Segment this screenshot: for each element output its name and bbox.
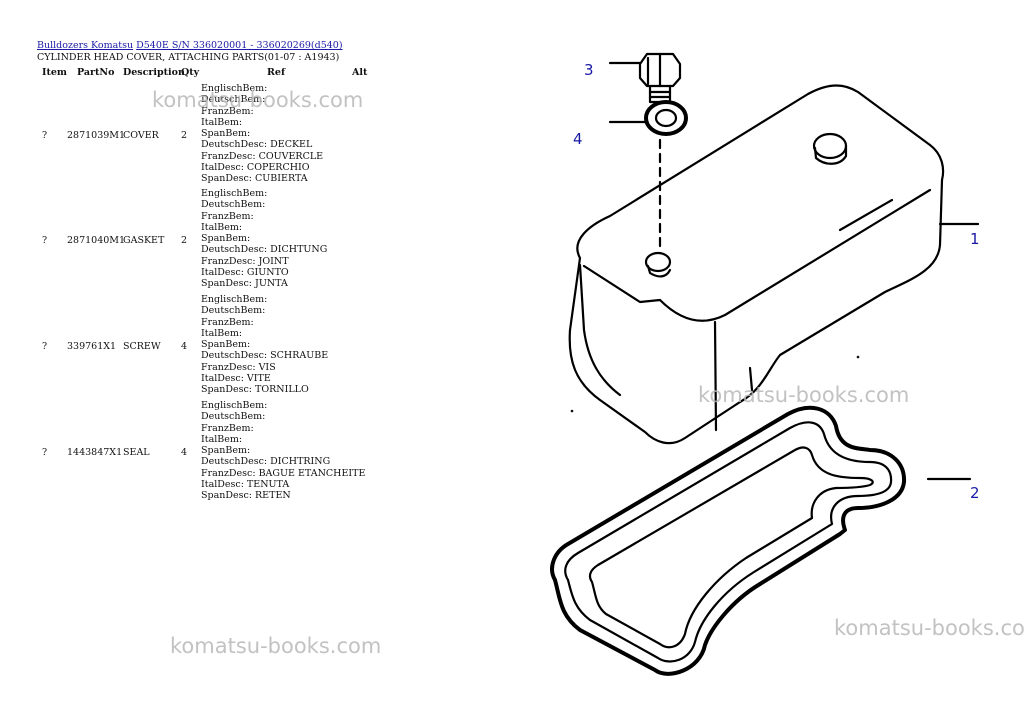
ref-line: ItalDesc: TENUTA	[201, 479, 290, 491]
breadcrumb-link-model[interactable]: D540E S/N 336020001 - 336020269(d540)	[136, 40, 343, 51]
cell-qty: 4	[181, 341, 188, 353]
ref-line: ItalBem:	[201, 116, 243, 128]
cell-item: ?	[42, 341, 48, 353]
cell-description: SEAL	[123, 447, 150, 459]
ref-line: DeutschDesc: DECKEL	[201, 139, 313, 151]
ref-notes: EnglischBem:DeutschBem:FranzBem:ItalBem:…	[201, 83, 323, 185]
callout-1: 1	[970, 230, 980, 248]
cell-item: ?	[42, 235, 48, 247]
watermark-middle: komatsu-books.com	[698, 383, 910, 407]
watermark-bottom-left: komatsu-books.com	[170, 634, 382, 658]
ref-line: DeutschDesc: DICHTUNG	[201, 244, 328, 256]
ref-line: EnglischBem:	[201, 83, 268, 94]
ref-notes: EnglischBem:DeutschBem:FranzBem:ItalBem:…	[201, 188, 327, 290]
ref-line: FranzBem:	[201, 422, 254, 434]
callout-3: 3	[584, 61, 594, 79]
ref-line: ItalDesc: COPERCHIO	[201, 162, 310, 174]
ref-line: DeutschBem:	[201, 94, 266, 106]
ref-line: EnglischBem:	[201, 400, 268, 411]
ref-line: EnglischBem:	[201, 294, 268, 305]
ref-line: DeutschDesc: DICHTRING	[201, 456, 331, 468]
col-header-qty: Qty	[181, 67, 200, 78]
ref-line: ItalBem:	[201, 221, 243, 233]
ref-line: ItalDesc: VITE	[201, 373, 271, 385]
ref-notes: EnglischBem:DeutschBem:FranzBem:ItalBem:…	[201, 294, 328, 396]
ref-line: FranzDesc: VIS	[201, 361, 276, 373]
ref-line: SpanDesc: TORNILLO	[201, 384, 309, 396]
col-header-partno: PartNo	[77, 67, 115, 78]
cell-qty: 2	[181, 130, 188, 142]
ref-line: FranzDesc: COUVERCLE	[201, 150, 324, 162]
cell-description: GASKET	[123, 235, 165, 247]
ref-line: SpanBem:	[201, 339, 251, 351]
cell-qty: 4	[181, 447, 188, 459]
ref-line: EnglischBem:	[201, 188, 268, 199]
ref-line: DeutschBem:	[201, 199, 266, 211]
cell-item: ?	[42, 130, 48, 142]
col-header-alt: Alt	[352, 67, 368, 78]
watermark-bottom-right: komatsu-books.co	[834, 616, 1024, 640]
ref-line: DeutschBem:	[201, 305, 266, 317]
col-header-description: Description	[123, 67, 185, 78]
breadcrumb: Bulldozers Komatsu D540E S/N 336020001 -…	[37, 40, 343, 51]
ref-line: SpanBem:	[201, 128, 251, 140]
cell-description: SCREW	[123, 341, 161, 353]
ref-line: SpanDesc: CUBIERTA	[201, 173, 308, 185]
ref-line: FranzBem:	[201, 316, 254, 328]
ref-line: FranzBem:	[201, 105, 254, 117]
gasket-part	[550, 405, 907, 676]
ref-line: FranzBem:	[201, 210, 254, 222]
ref-line: DeutschBem:	[201, 411, 266, 423]
cover-part	[568, 84, 945, 445]
ref-line: ItalBem:	[201, 433, 243, 445]
ref-line: ItalBem:	[201, 327, 243, 339]
ref-line: SpanBem:	[201, 445, 251, 457]
cell-qty: 2	[181, 235, 188, 247]
watermark-top: komatsu-books.com	[152, 88, 364, 112]
ref-line: SpanDesc: RETEN	[201, 490, 291, 502]
cell-partno: 2871039M1	[67, 130, 126, 142]
cell-partno: 2871040M1	[67, 235, 126, 247]
cell-description: COVER	[123, 130, 159, 142]
exploded-diagram: 3 4 1 2	[550, 52, 980, 676]
ref-line: ItalDesc: GIUNTO	[201, 267, 289, 279]
col-header-ref: Ref	[267, 67, 286, 78]
ref-notes: EnglischBem:DeutschBem:FranzBem:ItalBem:…	[201, 400, 365, 502]
breadcrumb-link-category[interactable]: Bulldozers Komatsu	[37, 40, 134, 51]
ref-line: FranzDesc: JOINT	[201, 255, 289, 267]
callout-2: 2	[970, 484, 980, 502]
ref-line: FranzDesc: BAGUE ETANCHEITE	[201, 467, 366, 479]
seal-part	[644, 100, 688, 136]
page-title: CYLINDER HEAD COVER, ATTACHING PARTS(01-…	[37, 52, 340, 63]
ref-line: DeutschDesc: SCHRAUBE	[201, 350, 329, 362]
ref-line: SpanBem:	[201, 233, 251, 245]
callout-4: 4	[573, 130, 583, 148]
screw-part	[638, 52, 682, 104]
cell-partno: 339761X1	[67, 341, 117, 353]
cell-partno: 1443847X1	[67, 447, 123, 459]
col-header-item: Item	[42, 67, 67, 78]
cell-item: ?	[42, 447, 48, 459]
ref-line: SpanDesc: JUNTA	[201, 278, 288, 290]
